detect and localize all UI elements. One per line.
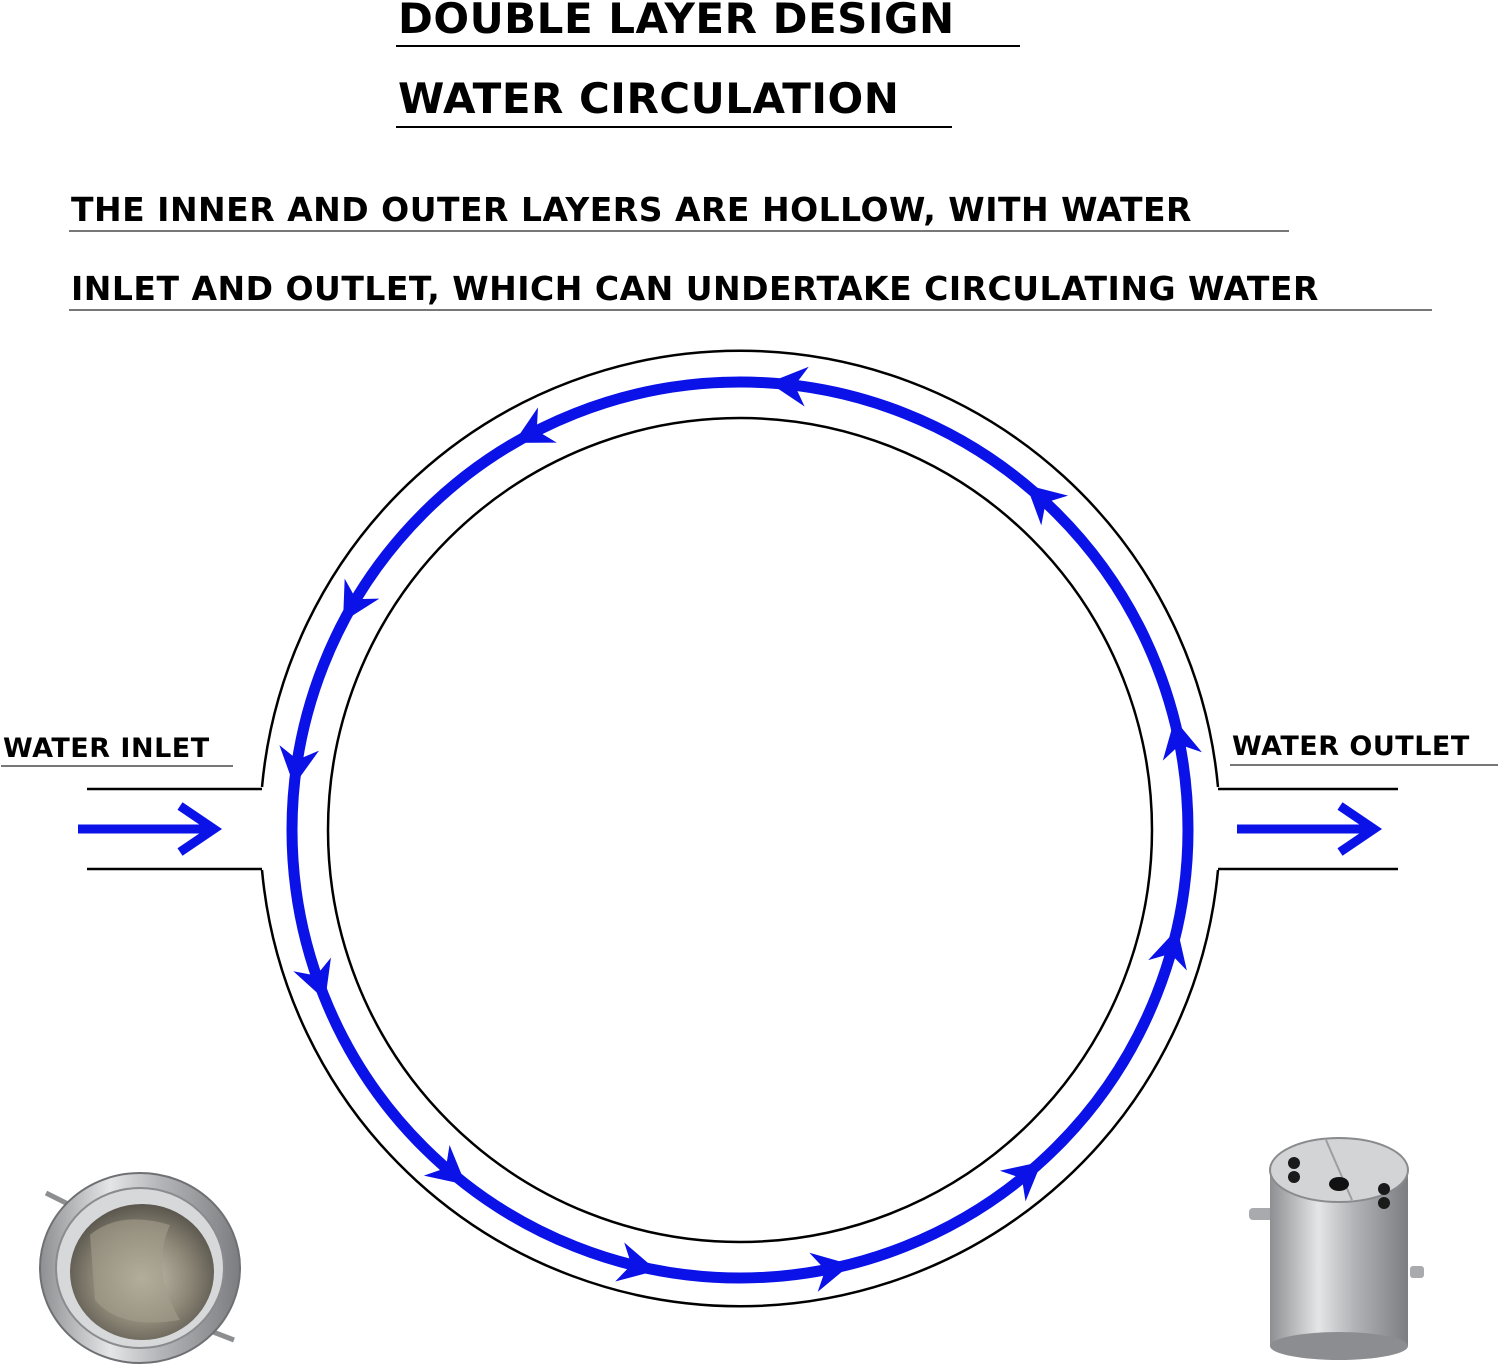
outer-wall <box>260 349 1220 788</box>
flow-chevron-icon <box>279 745 319 786</box>
flow-chevron-icon <box>293 957 331 1001</box>
flow-chevron-icon <box>343 578 380 622</box>
title-line-1: DOUBLE LAYER DESIGN <box>398 0 955 43</box>
flow-chevron-icon <box>423 1145 466 1185</box>
inner-wall <box>326 416 1154 1244</box>
cylinder-photo <box>1249 1137 1424 1360</box>
flow-arrows <box>279 366 1202 1292</box>
title-line-2-underline <box>396 126 952 128</box>
flow-chevron-icon <box>513 407 557 443</box>
flow-chevron-icon <box>809 1252 851 1292</box>
flow-ring <box>286 376 1194 1284</box>
flow-chevron-icon <box>1026 485 1069 526</box>
subtitle-line-2: INLET AND OUTLET, WHICH CAN UNDERTAKE CI… <box>71 269 1319 308</box>
subtitle-line-2-underline <box>69 309 1432 311</box>
title-line-2: WATER CIRCULATION <box>398 74 900 123</box>
inlet-arrow <box>78 802 223 856</box>
water-inlet-underline <box>1 765 233 767</box>
flow-chevron-icon <box>1148 928 1187 971</box>
outlet-arrow <box>1237 802 1383 856</box>
subtitle-line-1-underline <box>69 230 1289 232</box>
flow-chevron-icon <box>615 1242 657 1282</box>
inner-bowl-photo <box>39 1172 241 1364</box>
flow-chevron-icon <box>999 1161 1042 1202</box>
water-outlet-label: WATER OUTLET <box>1232 731 1470 762</box>
outer-wall-lower <box>260 869 1220 1308</box>
flow-chevron-icon <box>1162 719 1202 761</box>
water-inlet-label: WATER INLET <box>3 733 210 764</box>
title-line-1-underline <box>396 45 1020 47</box>
flow-chevron-icon <box>768 366 809 407</box>
water-outlet-underline <box>1230 764 1498 766</box>
subtitle-line-1: THE INNER AND OUTER LAYERS ARE HOLLOW, W… <box>71 190 1192 229</box>
